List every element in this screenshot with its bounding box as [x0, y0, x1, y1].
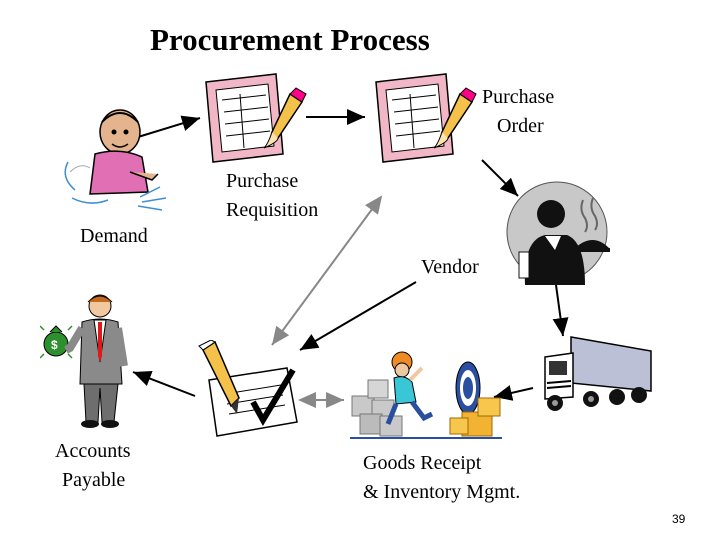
purchase-order-label-line2: Order	[497, 115, 544, 137]
svg-text:$: $	[51, 338, 58, 352]
arrow-vendor-to-invoice	[299, 281, 417, 351]
arrow-truck-to-goods	[493, 385, 534, 401]
goods-receipt-clipart	[350, 351, 502, 439]
vendor-label: Vendor	[421, 256, 479, 278]
slide-title: Procurement Process	[150, 22, 430, 57]
accounts-payable-clipart: $	[40, 294, 128, 428]
goods-receipt-label-line1: Goods Receipt	[363, 452, 482, 474]
requisition-label-line1: Purchase	[226, 170, 299, 192]
purchase-order-document-clipart	[375, 73, 477, 163]
invoice-check-clipart	[198, 340, 298, 437]
delivery-truck-clipart	[544, 336, 652, 411]
vendor-waiter-clipart	[506, 181, 610, 285]
purchase-order-label-line1: Purchase	[482, 86, 555, 108]
requisition-label-line2: Requisition	[226, 199, 319, 221]
demand-person-clipart	[64, 109, 167, 211]
goods-receipt-label-line2: & Inventory Mgmt.	[363, 481, 521, 503]
requisition-document-clipart	[205, 73, 307, 163]
accounts-payable-label-line2: Payable	[62, 469, 126, 491]
arrow-invoice-to-payable	[132, 371, 196, 397]
arrow-requisition-invoice-link	[271, 195, 383, 346]
arrow-vendor-to-truck	[552, 284, 569, 337]
arrow-demand-to-requisition	[137, 115, 201, 138]
demand-label: Demand	[80, 225, 148, 247]
accounts-payable-label-line1: Accounts	[55, 440, 131, 462]
page-number: 39	[672, 512, 686, 526]
arrow-order-to-vendor	[481, 159, 519, 197]
